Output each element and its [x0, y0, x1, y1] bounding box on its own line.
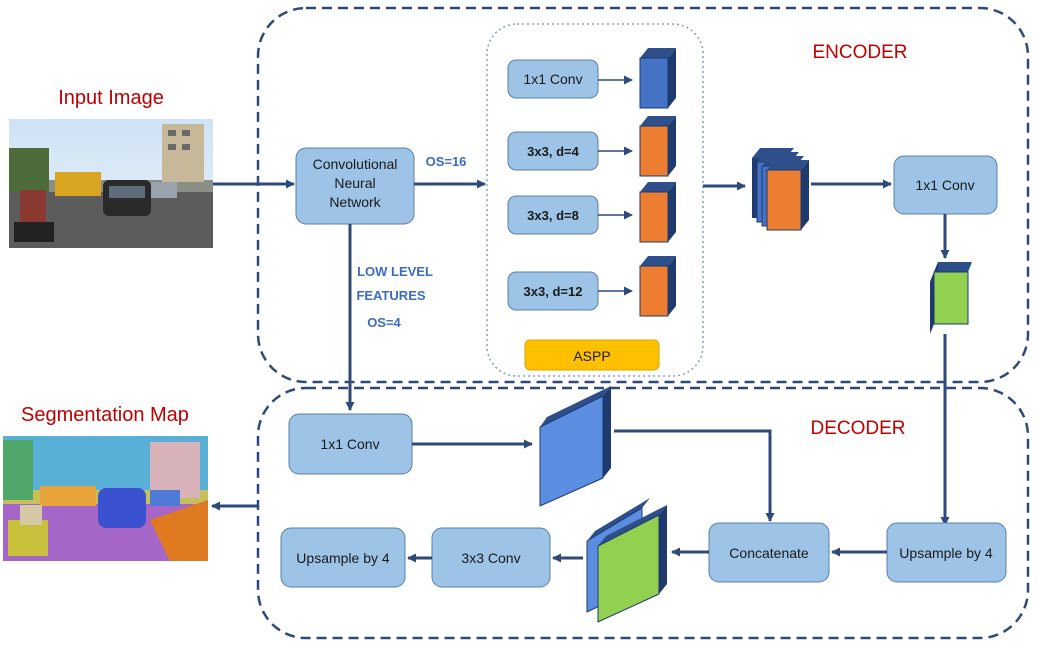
encoder-region — [256, 6, 1030, 384]
encoder-output-feature — [930, 262, 972, 334]
low-level-label-line1: LOW LEVEL — [357, 264, 433, 279]
aspp-label: ASPP — [573, 348, 610, 364]
os16-label: OS=16 — [426, 154, 467, 169]
concatenated-feature-maps — [586, 498, 667, 623]
aspp-conv1x1-box — [507, 59, 599, 99]
decoder-title: DECODER — [810, 418, 905, 439]
conv3x3-label: 3x3 Conv — [461, 550, 520, 566]
input-image — [9, 119, 213, 248]
aspp-label-box — [524, 339, 660, 371]
decoder-region — [256, 386, 1030, 640]
aspp-conv1x1-label: 1x1 Conv — [523, 71, 582, 87]
low-level-label-line2: FEATURES — [356, 288, 425, 303]
cnn-label-line2: Neural — [334, 175, 375, 191]
aspp-region — [486, 23, 704, 377]
cnn-label-line1: Convolutional — [313, 156, 398, 172]
os4-label: OS=4 — [367, 315, 401, 330]
final-upsample-box — [280, 527, 406, 588]
encoder-conv1x1-label: 1x1 Conv — [915, 177, 974, 193]
cnn-box — [295, 147, 415, 225]
aspp-feature-orange-1 — [639, 116, 676, 177]
decoder-upsample-label: Upsample by 4 — [899, 545, 993, 561]
segmentation-map-title: Segmentation Map — [21, 404, 189, 426]
arrow-feature-to-concat — [614, 429, 775, 522]
low-level-feature-map — [539, 386, 611, 507]
decoder-conv1x1-label: 1x1 Conv — [320, 436, 379, 452]
aspp-d8-label: 3x3, d=8 — [527, 208, 579, 223]
encoder-title: ENCODER — [812, 42, 907, 63]
final-upsample-label: Upsample by 4 — [296, 550, 390, 566]
aspp-feature-orange-2 — [639, 182, 676, 243]
cnn-label-line3: Network — [329, 194, 381, 210]
aspp-feature-blue — [639, 48, 676, 109]
aspp-feature-orange-3 — [639, 256, 676, 317]
concatenate-label: Concatenate — [729, 545, 809, 561]
stacked-feature-maps — [752, 148, 809, 231]
input-image-title: Input Image — [58, 87, 164, 109]
aspp-d12-label: 3x3, d=12 — [524, 284, 583, 299]
segmentation-map-image — [3, 436, 208, 561]
aspp-d4-label: 3x3, d=4 — [527, 144, 579, 159]
